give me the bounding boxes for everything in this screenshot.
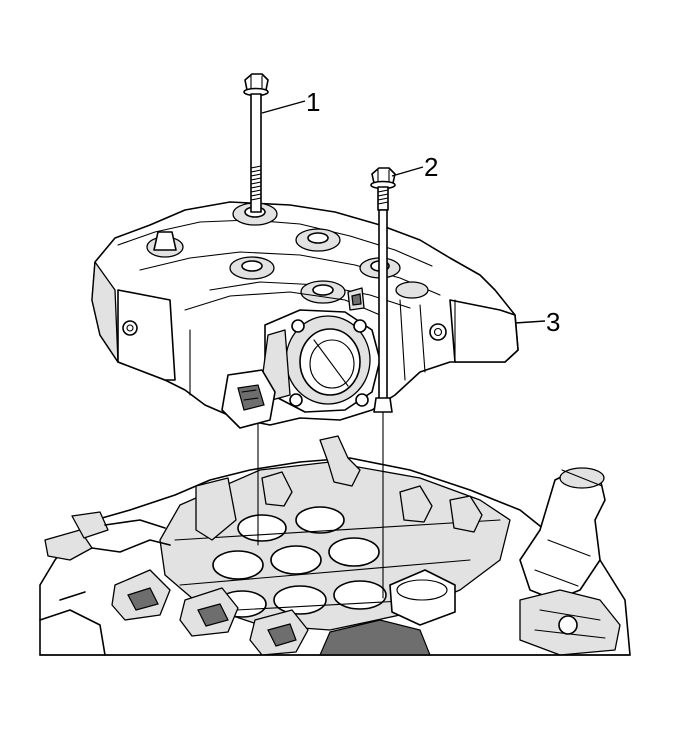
engine-lower-assembly [39, 435, 631, 656]
callout-2: 2 [391, 152, 438, 182]
callout-label-3: 3 [546, 307, 560, 337]
bolt-long-1 [243, 73, 269, 213]
callout-3: 3 [514, 307, 560, 337]
coolant-outlet-housing [519, 467, 606, 601]
callout-label-2: 2 [424, 152, 438, 182]
fuel-injector-row [195, 435, 483, 541]
callout-1: 1 [261, 87, 320, 117]
manifold-bolt-bosses [146, 202, 429, 304]
ignition-coil-row [111, 569, 309, 656]
callouts: 1 2 3 [261, 87, 560, 337]
bolt-2 [370, 167, 396, 413]
callout-label-1: 1 [306, 87, 320, 117]
throttle-body [221, 287, 381, 429]
bolt-alignment-lines [257, 407, 384, 599]
